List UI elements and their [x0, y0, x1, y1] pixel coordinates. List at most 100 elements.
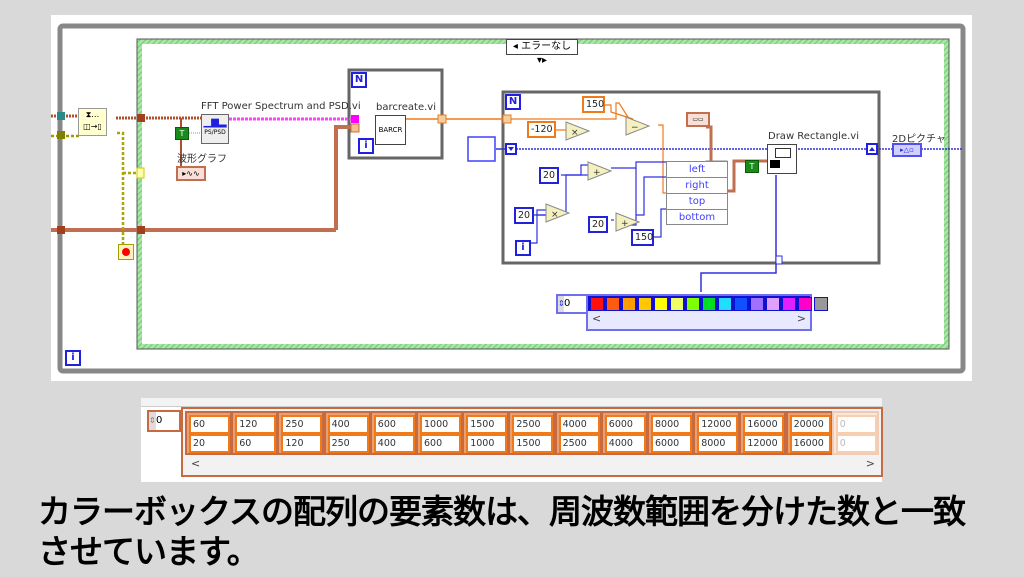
wait-until-next-node[interactable]: ⧗…◫→▯: [78, 108, 107, 136]
lower-frequency-cell[interactable]: 250: [327, 434, 369, 453]
constant-20-b[interactable]: 20: [514, 207, 534, 224]
color-swatch[interactable]: [590, 297, 604, 311]
color-swatch[interactable]: [670, 297, 684, 311]
fft-power-spectrum-node[interactable]: ▁▆▂ PS/PSD: [201, 114, 229, 144]
lower-frequency-cell[interactable]: 16000: [789, 434, 831, 453]
lower-frequency-cell[interactable]: 1000: [466, 434, 508, 453]
color-swatch[interactable]: [782, 297, 796, 311]
frequency-array-scroll-left[interactable]: <: [191, 457, 201, 470]
upper-frequency-cell[interactable]: 0: [835, 415, 877, 434]
upper-frequency-cell[interactable]: 8000: [651, 415, 692, 434]
bundle-field-right: right: [667, 178, 727, 194]
color-swatch[interactable]: [798, 297, 812, 311]
color-swatch[interactable]: [702, 297, 716, 311]
upper-frequency-cell[interactable]: 2500: [512, 415, 554, 434]
lower-frequency-cell[interactable]: 400: [373, 434, 415, 453]
stop-button-terminal[interactable]: [118, 244, 134, 260]
upper-frequency-cell[interactable]: 20000: [789, 415, 831, 434]
lower-frequency-cell[interactable]: 12000: [743, 434, 785, 453]
true-constant-2[interactable]: T: [745, 160, 759, 173]
color-swatch[interactable]: [766, 297, 780, 311]
lower-frequency-cell[interactable]: 0: [835, 434, 877, 453]
for-loop-2-count-terminal: N: [505, 94, 521, 110]
index-spinner-icon[interactable]: ⇕: [558, 296, 565, 312]
lower-frequency-cell[interactable]: 20: [189, 434, 230, 453]
case-selector[interactable]: ◂ エラーなし ▾▸: [506, 39, 578, 66]
block-diagram: × − + × + i ⧗…◫→▯ ◂ エラーなし ▾▸ FFT Power S…: [51, 15, 972, 381]
color-swatch[interactable]: [622, 297, 636, 311]
lower-frequency-cell[interactable]: 6000: [651, 434, 692, 453]
barcreate-node[interactable]: BARCR: [375, 115, 406, 145]
toolbar-strip: [141, 398, 882, 407]
waveform-graph-terminal[interactable]: ▸∿∿: [176, 166, 206, 181]
lower-frequency-cell[interactable]: 1500: [512, 434, 554, 453]
true-constant-1[interactable]: T: [175, 127, 189, 140]
upper-frequency-cell[interactable]: 120: [235, 415, 277, 434]
color-swatch[interactable]: [718, 297, 732, 311]
constant-minus120[interactable]: -120: [527, 121, 556, 138]
draw-rectangle-node[interactable]: [767, 144, 797, 174]
upper-frequency-cell[interactable]: 12000: [697, 415, 739, 434]
upper-frequency-cell[interactable]: 400: [327, 415, 369, 434]
svg-text:−: −: [631, 123, 639, 133]
constant-20-c[interactable]: 20: [588, 216, 608, 233]
bundle-field-top: top: [667, 194, 727, 210]
color-swatch[interactable]: [654, 297, 668, 311]
bundle-by-name-node[interactable]: left right top bottom: [666, 161, 728, 225]
upper-frequency-cell[interactable]: 1500: [466, 415, 508, 434]
color-swatch[interactable]: [734, 297, 748, 311]
lower-frequency-cell[interactable]: 8000: [697, 434, 739, 453]
index-spinner-icon[interactable]: ⇕: [149, 412, 156, 430]
upper-frequency-cell[interactable]: 600: [373, 415, 415, 434]
color-array-index[interactable]: ⇕0: [556, 294, 588, 314]
caption-line-1: カラーボックスの配列の要素数は、周波数範囲を分けた数と一致: [38, 492, 966, 531]
fft-vi-label: FFT Power Spectrum and PSD.vi: [201, 101, 361, 112]
color-array-scroll-left[interactable]: <: [592, 312, 602, 325]
picture-2d-terminal[interactable]: ▸△▫: [892, 143, 922, 157]
frequency-array-index[interactable]: ⇕0: [147, 410, 181, 432]
lower-frequency-cell[interactable]: 600: [420, 434, 461, 453]
lower-frequency-cell[interactable]: 2500: [558, 434, 600, 453]
upper-frequency-cell[interactable]: 1000: [420, 415, 461, 434]
constant-150-orange[interactable]: 150: [582, 96, 605, 113]
color-swatch[interactable]: [606, 297, 620, 311]
upper-frequency-cell[interactable]: 16000: [743, 415, 785, 434]
upper-frequency-cell[interactable]: 6000: [604, 415, 646, 434]
while-loop-iteration-terminal: i: [65, 350, 81, 366]
constant-20-a[interactable]: 20: [539, 167, 559, 184]
lower-frequency-cell[interactable]: 4000: [604, 434, 646, 453]
color-swatch[interactable]: [814, 297, 828, 311]
lower-frequency-cell[interactable]: 60: [235, 434, 277, 453]
color-array-constant[interactable]: < >: [586, 294, 828, 331]
color-array-scroll-right[interactable]: >: [796, 312, 806, 325]
color-swatch[interactable]: [750, 297, 764, 311]
constant-150-blue[interactable]: 150: [631, 229, 654, 246]
lower-frequency-cell[interactable]: 120: [281, 434, 323, 453]
upper-frequency-cell[interactable]: 4000: [558, 415, 600, 434]
color-swatch[interactable]: [686, 297, 700, 311]
svg-text:+: +: [621, 219, 629, 229]
subtract-node: −: [625, 116, 651, 136]
upper-frequency-cell[interactable]: 60: [189, 415, 230, 434]
color-swatch[interactable]: [638, 297, 652, 311]
rectangle-cluster-constant[interactable]: ▭▭: [686, 112, 710, 127]
upper-frequency-cell[interactable]: 250: [281, 415, 323, 434]
svg-text:×: ×: [551, 210, 559, 220]
frequency-array-scroll-right[interactable]: >: [865, 457, 875, 470]
